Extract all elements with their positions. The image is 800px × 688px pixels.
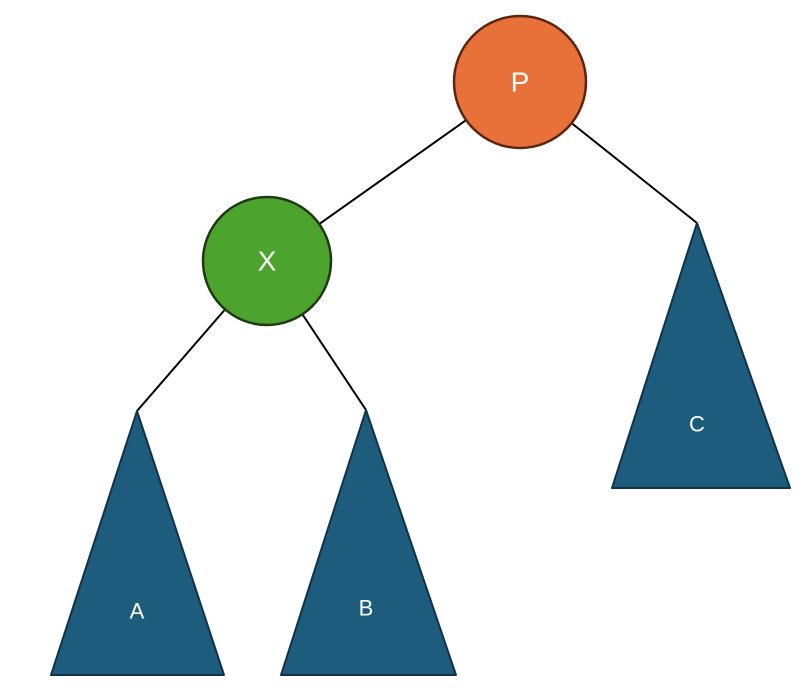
subtree-B-label: B bbox=[359, 596, 374, 621]
subtree-A-triangle bbox=[50, 410, 225, 676]
node-P-circle bbox=[452, 14, 588, 150]
subtree-C-triangle bbox=[611, 222, 791, 489]
subtree-B-triangle bbox=[280, 409, 457, 676]
node-P-label: P bbox=[511, 67, 530, 98]
node-X-circle bbox=[201, 195, 333, 327]
subtree-A-label: A bbox=[130, 599, 145, 624]
node-X-label: X bbox=[258, 246, 277, 277]
subtree-C-label: C bbox=[689, 412, 705, 437]
